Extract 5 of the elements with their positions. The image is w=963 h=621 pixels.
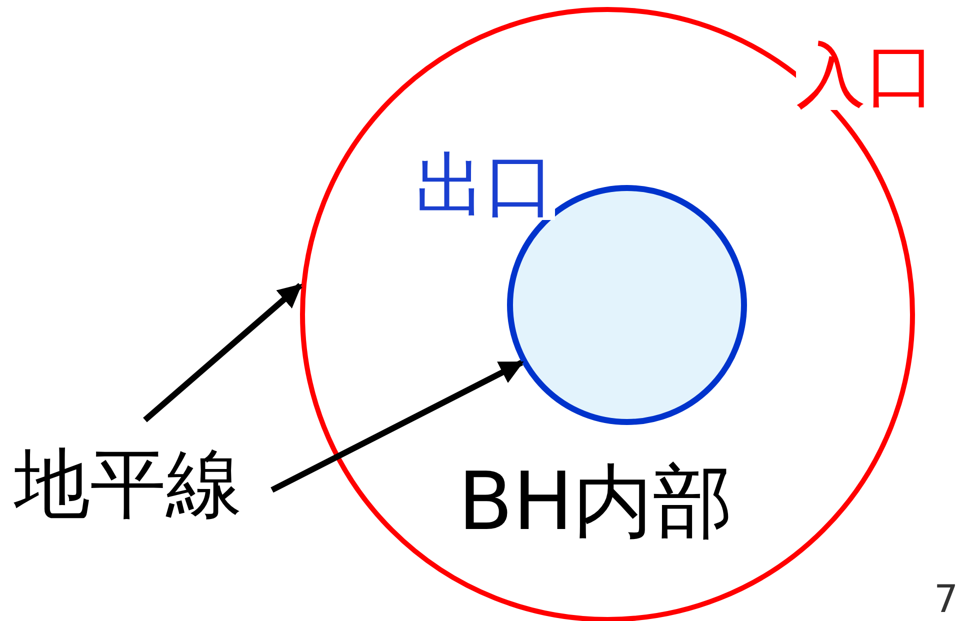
arrow (143, 283, 302, 422)
page-number: 7 (934, 580, 958, 618)
horizon-label: 地平線 (14, 446, 242, 522)
interior-label: BH内部 (458, 462, 734, 542)
arrow (270, 360, 524, 493)
